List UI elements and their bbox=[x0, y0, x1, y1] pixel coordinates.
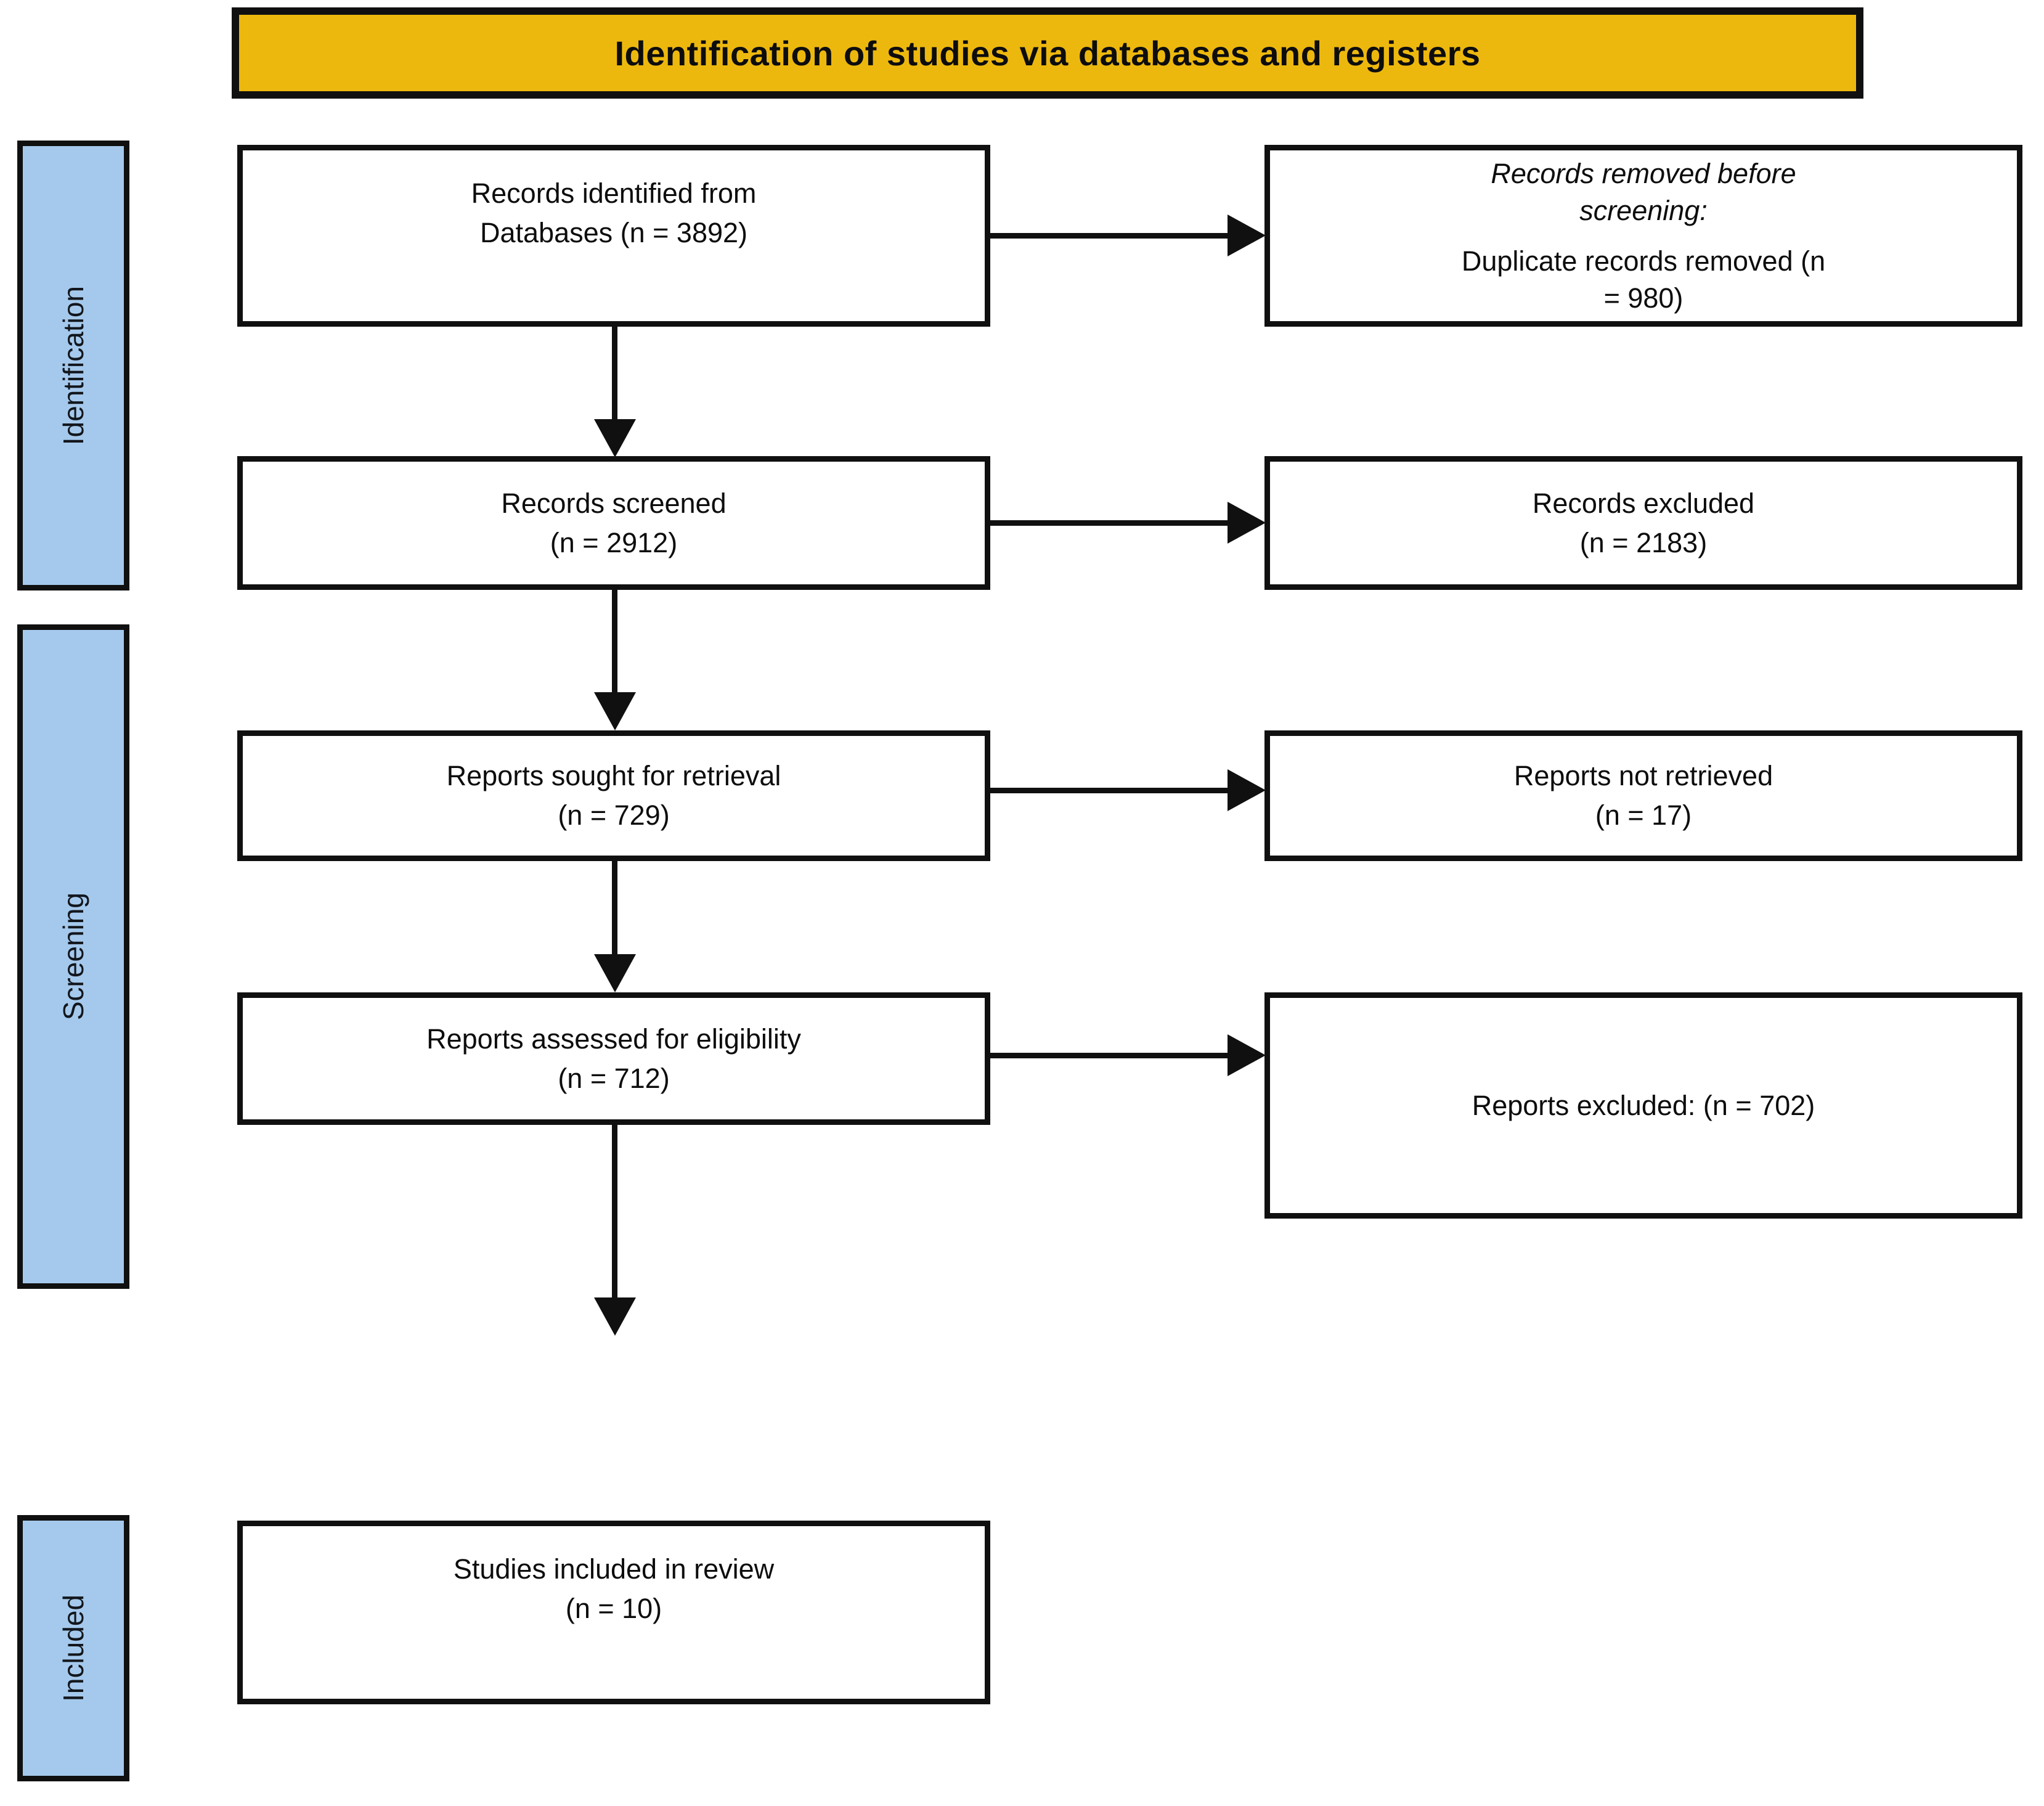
records-removed-italic1: Records removed before bbox=[1491, 157, 1796, 189]
reports-excluded-box: Reports excluded: (n = 702) bbox=[1264, 992, 2022, 1219]
arrow-down-icon bbox=[594, 419, 636, 457]
arrow-right-icon bbox=[1228, 215, 1266, 256]
reports-assessed-line1: Reports assessed for eligibility bbox=[426, 1023, 801, 1055]
stage-screening-label: Screening bbox=[57, 893, 89, 1021]
arrow-line bbox=[990, 233, 1228, 239]
records-screened-box: Records screened (n = 2912) bbox=[237, 456, 990, 590]
records-screened-line1: Records screened bbox=[501, 487, 727, 519]
arrow-right-icon bbox=[1228, 1034, 1266, 1076]
stage-screening: Screening bbox=[17, 624, 129, 1289]
arrow-line bbox=[990, 520, 1228, 526]
stage-identification: Identification bbox=[17, 141, 129, 590]
studies-included-line2: (n = 10) bbox=[565, 1593, 662, 1624]
diagram-title-bar: Identification of studies via databases … bbox=[232, 7, 1863, 99]
records-removed-line2: = 980) bbox=[1603, 282, 1684, 314]
arrow-line bbox=[612, 590, 617, 693]
records-removed-italic2: screening: bbox=[1579, 194, 1708, 226]
arrow-down-icon bbox=[594, 1297, 636, 1336]
reports-assessed-line2: (n = 712) bbox=[558, 1062, 670, 1094]
stage-identification-label: Identification bbox=[57, 285, 89, 446]
arrow-down-icon bbox=[594, 692, 636, 730]
reports-sought-line1: Reports sought for retrieval bbox=[446, 760, 781, 791]
arrow-right-icon bbox=[1228, 502, 1266, 544]
records-screened-line2: (n = 2912) bbox=[550, 526, 678, 558]
records-excluded-line1: Records excluded bbox=[1532, 487, 1755, 519]
stage-included: Included bbox=[17, 1515, 129, 1781]
records-identified-line2: Databases (n = 3892) bbox=[479, 217, 748, 248]
reports-sought-line2: (n = 729) bbox=[558, 799, 670, 831]
records-removed-box: Records removed before screening: Duplic… bbox=[1264, 145, 2022, 327]
arrow-right-icon bbox=[1228, 769, 1266, 811]
arrow-line bbox=[612, 327, 617, 420]
arrow-line bbox=[990, 1053, 1228, 1058]
reports-not-retrieved-line1: Reports not retrieved bbox=[1513, 760, 1773, 791]
studies-included-box: Studies included in review (n = 10) bbox=[237, 1521, 990, 1704]
reports-sought-box: Reports sought for retrieval (n = 729) bbox=[237, 730, 990, 861]
diagram-title: Identification of studies via databases … bbox=[614, 33, 1481, 73]
arrow-line bbox=[612, 861, 617, 955]
records-identified-line1: Records identified from bbox=[471, 178, 757, 209]
records-removed-line1: Duplicate records removed (n bbox=[1461, 245, 1826, 277]
reports-excluded-line1: Reports excluded: (n = 702) bbox=[1472, 1089, 1815, 1121]
reports-assessed-box: Reports assessed for eligibility (n = 71… bbox=[237, 992, 990, 1125]
arrow-down-icon bbox=[594, 954, 636, 992]
arrow-line bbox=[612, 1125, 617, 1299]
reports-not-retrieved-line2: (n = 17) bbox=[1595, 799, 1692, 831]
arrow-line bbox=[990, 788, 1228, 793]
reports-not-retrieved-box: Reports not retrieved (n = 17) bbox=[1264, 730, 2022, 861]
records-excluded-box: Records excluded (n = 2183) bbox=[1264, 456, 2022, 590]
records-excluded-line2: (n = 2183) bbox=[1579, 526, 1708, 558]
records-identified-box: Records identified from Databases (n = 3… bbox=[237, 145, 990, 327]
studies-included-line1: Studies included in review bbox=[453, 1553, 775, 1585]
stage-included-label: Included bbox=[57, 1595, 89, 1702]
